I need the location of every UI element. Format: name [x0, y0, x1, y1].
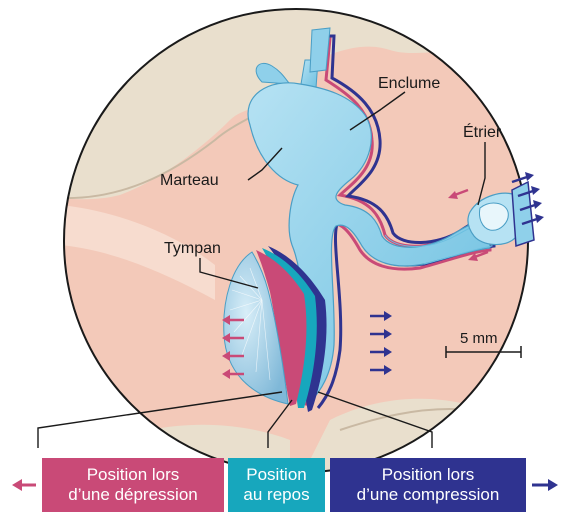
- label-enclume: Enclume: [378, 75, 440, 92]
- legend-compression-line1: Position lors: [330, 465, 526, 485]
- legend-depression: Position lors d’une dépression: [42, 458, 224, 512]
- legend-arrow-right-icon: [532, 479, 558, 491]
- legend-compression: Position lors d’une compression: [330, 458, 526, 512]
- label-tympan: Tympan: [164, 240, 221, 257]
- legend-repos-line1: Position: [228, 465, 325, 485]
- legend-depression-line2: d’une dépression: [42, 485, 224, 505]
- label-etrier: Étrier: [463, 122, 502, 141]
- legend-compression-line2: d’une compression: [330, 485, 526, 505]
- scale-label: 5 mm: [460, 330, 498, 347]
- legend-arrow-left-icon: [12, 479, 36, 491]
- legend-repos-line2: au repos: [228, 485, 325, 505]
- legend-repos: Position au repos: [228, 458, 325, 512]
- label-marteau: Marteau: [160, 172, 219, 189]
- legend-depression-line1: Position lors: [42, 465, 224, 485]
